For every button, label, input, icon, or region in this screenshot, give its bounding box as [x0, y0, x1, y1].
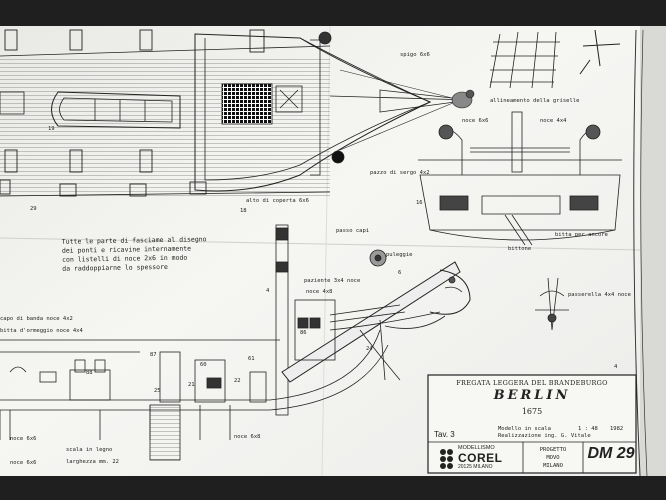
title-block-text: FREGATA LEGGERA DEL BRANDEBURGO BERLIN 1…: [428, 375, 636, 473]
mast: [275, 224, 289, 416]
hatch-grating: [221, 83, 273, 125]
brand-line2: 20125 MILANO: [458, 464, 493, 470]
title-subtitle: FREGATA LEGGERA DEL BRANDEBURGO: [456, 379, 608, 387]
label-trancino: paziente 3x4 noce: [304, 278, 361, 284]
label-noce-6x8: noce 6x8: [234, 434, 261, 440]
label-spigo: spigo 6x6: [400, 52, 430, 58]
deadeye-detail: [579, 29, 621, 75]
label-num: 22: [234, 378, 241, 384]
pulley-block: [369, 249, 387, 267]
label-pulegge: puleggie: [386, 252, 413, 258]
title-scale-value: 1 : 48: [578, 426, 598, 432]
planking-note: Tutte le parte di fasciame al disegno de…: [62, 234, 263, 273]
brand-name: COREL: [458, 451, 503, 465]
label-num: 60: [200, 362, 207, 368]
title-year: 1675: [521, 407, 543, 416]
label-noce-6x6-b: noce 6x6: [10, 460, 37, 466]
label-noce-top: noce 6x6: [462, 118, 489, 124]
figurehead-top: [451, 89, 475, 109]
label-capo-di-banda: capo di banda noce 4x2: [0, 316, 73, 322]
label-noce-4x8: noce 4x8: [306, 289, 333, 295]
corel-logo-icon: [440, 449, 453, 469]
title-ship-name: BERLIN: [493, 388, 571, 403]
label-num: 87: [150, 352, 157, 358]
title-scale-label: Modello in scala: [498, 426, 551, 432]
cathead-detail: [535, 277, 569, 331]
label-num: 24: [366, 346, 373, 352]
stern-section: [418, 111, 622, 246]
label-scala-legno: scala in legno: [66, 447, 113, 453]
label-bitta-per-ancore: bitta per ancore: [555, 232, 608, 238]
side-elevation: [0, 224, 471, 461]
label-noce-right: noce 4x4: [540, 118, 567, 124]
label-num: 25: [154, 388, 161, 394]
label-num: 16: [416, 200, 423, 206]
label-num: 18: [240, 208, 247, 214]
plan-code: DM 29: [587, 445, 635, 462]
brand-line1: MODELLISMO: [458, 445, 495, 451]
title-block: [427, 374, 637, 474]
project-line3: MILANO: [543, 463, 563, 469]
label-num: 86: [300, 330, 307, 336]
title-sheet-number: Tav. 3: [434, 430, 455, 439]
label-noce-6x6-a: noce 6x6: [10, 436, 37, 442]
label-num: 29: [30, 206, 37, 212]
label-allineamento: allineamento della griselle: [490, 98, 580, 104]
label-passo-capi: passo capi: [336, 228, 370, 234]
label-larghezza: larghezza mm. 22: [66, 459, 119, 465]
label-num: 4: [614, 364, 618, 370]
label-num: 61: [248, 356, 255, 362]
label-alto-di-coperta: alto di coperta 6x6: [246, 198, 309, 204]
label-num: 19: [48, 126, 55, 132]
label-pazzo-di-sergo: pazzo di sergo 4x2: [370, 170, 430, 176]
label-bittone: bittone: [508, 246, 532, 252]
label-num: 88: [86, 370, 93, 376]
ratlines-detail: [489, 31, 560, 89]
deck-plan: [0, 29, 471, 197]
label-passerella: passerella 4x4 noce: [568, 292, 631, 298]
title-realization: Realizzazione ing. G. Vitale: [498, 433, 591, 439]
project-line2: MOVO: [546, 455, 560, 461]
label-num: 6: [398, 270, 402, 276]
title-plan-year: 1982: [610, 426, 624, 432]
label-num: 21: [188, 382, 195, 388]
label-num: 4: [266, 288, 270, 294]
label-bitta-ormeggio: bitta d'ormeggio noce 4x4: [0, 328, 83, 334]
project-line1: PROGETTO: [539, 447, 567, 453]
